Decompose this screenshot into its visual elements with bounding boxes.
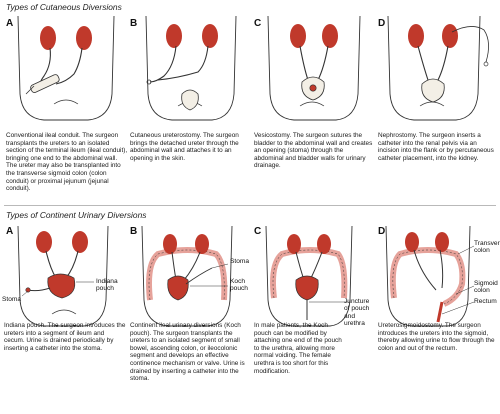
figure-caption: Continent ileal urinary diversions (Koch…: [130, 322, 245, 383]
panel-letter: A: [6, 18, 14, 29]
cutaneous-section-title: Types of Cutaneous Diversions: [6, 2, 122, 12]
panel-letter: A: [6, 226, 14, 237]
cutaneous-panel-b: B Cutaneous ureterostomy. The surgeon br…: [128, 14, 252, 234]
koch-pouch-illustration: [141, 225, 233, 327]
vesicostomy-illustration: [267, 15, 361, 121]
cutaneous-panel-d: D Nephrostomy. The surgeon inserts a cat…: [376, 14, 500, 234]
nephrostomy-illustration: [387, 15, 489, 121]
continent-section-title: Types of Continent Urinary Diversions: [6, 210, 147, 220]
section-divider: [4, 205, 496, 206]
panel-letter: B: [130, 226, 138, 237]
panel-letter: C: [254, 226, 262, 237]
figure-caption: Nephrostomy. The surgeon inserts a cathe…: [378, 132, 494, 162]
panel-letter: C: [254, 18, 262, 29]
stoma-label: Stoma: [2, 296, 22, 303]
figure-caption: In male patients, the Koch pouch can be …: [254, 322, 342, 375]
figure-caption: Ureterosigmoidostomy. The surgeon introd…: [378, 322, 495, 352]
ureterostomy-illustration: [145, 15, 237, 121]
panel-letter: B: [130, 18, 138, 29]
continent-panel-a: A Stoma Indiana pouch Indiana pouch. The…: [2, 224, 128, 414]
figure-caption: Vesicostomy. The surgeon sutures the bla…: [254, 132, 373, 170]
indiana-pouch-label: Indiana pouch: [96, 278, 118, 293]
cutaneous-panel-c: C Vesicostomy. The surgeon sutures the b…: [252, 14, 376, 234]
koch-pouch-label: Koch pouch: [230, 278, 248, 293]
koch-urethra-illustration: [265, 225, 353, 327]
continent-panel-d: D Transverse colon Sigmoid colon Rectum …: [376, 224, 500, 414]
ileal-conduit-illustration: [17, 15, 115, 121]
panel-letter: D: [378, 226, 386, 237]
rectum-label: Rectum: [474, 298, 497, 305]
transverse-colon-label: Transverse colon: [474, 240, 500, 255]
continent-panel-c: C Juncture of pouch and urethra In male …: [252, 224, 376, 414]
sigmoid-colon-label: Sigmoid colon: [474, 280, 498, 295]
indiana-pouch-illustration: [17, 225, 109, 327]
figure-caption: Cutaneous ureterostomy. The surgeon brin…: [130, 132, 239, 162]
juncture-label: Juncture of pouch and urethra: [344, 298, 370, 328]
cutaneous-panel-a: A Conventional ileal conduit. The surgeo…: [4, 14, 128, 234]
ureterosigmoidostomy-illustration: [385, 225, 475, 327]
stoma-label: Stoma: [230, 258, 250, 265]
panel-letter: D: [378, 18, 386, 29]
figure-caption: Conventional ileal conduit. The surgeon …: [6, 132, 128, 193]
continent-panel-b: B Stoma Koch pouch Continent ileal urina…: [128, 224, 252, 414]
figure-caption: Indiana pouch. The surgeon introduces th…: [4, 322, 126, 352]
